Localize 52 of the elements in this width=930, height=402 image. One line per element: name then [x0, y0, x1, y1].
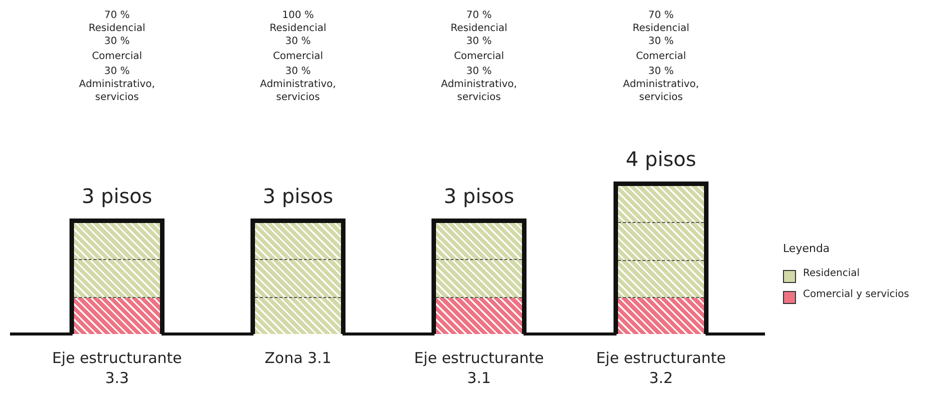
floor-count: 4 pisos [626, 147, 696, 171]
use-label: Comercial [636, 50, 686, 63]
use-label: Residencial [632, 22, 690, 35]
percentage-value: 30 % [648, 65, 674, 78]
use-label: Comercial [454, 50, 504, 63]
use-label: Residencial [270, 22, 326, 35]
use-label: Administrativo, servicios [440, 78, 518, 104]
use-label: Comercial [92, 50, 142, 63]
building-block [615, 183, 707, 334]
zone-name: Eje estructurante 3.1 [414, 348, 544, 388]
percentage-value: 30 % [285, 65, 311, 78]
zone-name: Zona 3.1 [264, 348, 332, 368]
floor-section [436, 298, 522, 334]
floor-section [618, 260, 704, 298]
percentage-value: 30 % [104, 35, 130, 48]
percentage-value: 70 % [648, 9, 674, 22]
zone-name: Eje estructurante 3.2 [596, 348, 726, 388]
percentage-value: 30 % [466, 35, 492, 48]
use-label: Residencial [450, 22, 508, 35]
percentage-value: 70 % [104, 9, 130, 22]
floor-count: 3 pisos [262, 184, 334, 208]
floor-count: 3 pisos [82, 184, 152, 208]
zone-name: Eje estructurante 3.3 [52, 348, 182, 388]
legend-label: Residencial [803, 268, 860, 279]
floor-section [436, 260, 522, 298]
building-block [252, 220, 344, 334]
percentage-value: 30 % [104, 65, 130, 78]
percentage-value: 30 % [466, 65, 492, 78]
use-label: Administrativo, servicios [259, 78, 337, 104]
floor-section [436, 223, 522, 260]
percentage-value: 30 % [648, 35, 674, 48]
use-label: Comercial [272, 50, 324, 63]
building-block [71, 220, 163, 334]
percentage-value: 30 % [285, 35, 311, 48]
floor-section [618, 186, 704, 224]
use-label: Residencial [88, 22, 146, 35]
use-label: Administrativo, servicios [622, 78, 700, 104]
percentage-value: 100 % [282, 9, 314, 22]
use-label: Administrativo, servicios [78, 78, 156, 104]
floor-section [74, 260, 160, 298]
floor-section [618, 298, 704, 334]
floor-section [74, 223, 160, 260]
floor-count: 3 pisos [444, 184, 514, 208]
percentage-value: 70 % [466, 9, 492, 22]
building-block [433, 220, 525, 334]
floor-section [255, 260, 341, 298]
floor-section [74, 298, 160, 334]
legend-title: Leyenda [783, 242, 830, 255]
floor-section [255, 223, 341, 260]
floor-section [255, 298, 341, 334]
legend-label: Comercial y servicios [803, 289, 910, 300]
floor-section [618, 223, 704, 260]
